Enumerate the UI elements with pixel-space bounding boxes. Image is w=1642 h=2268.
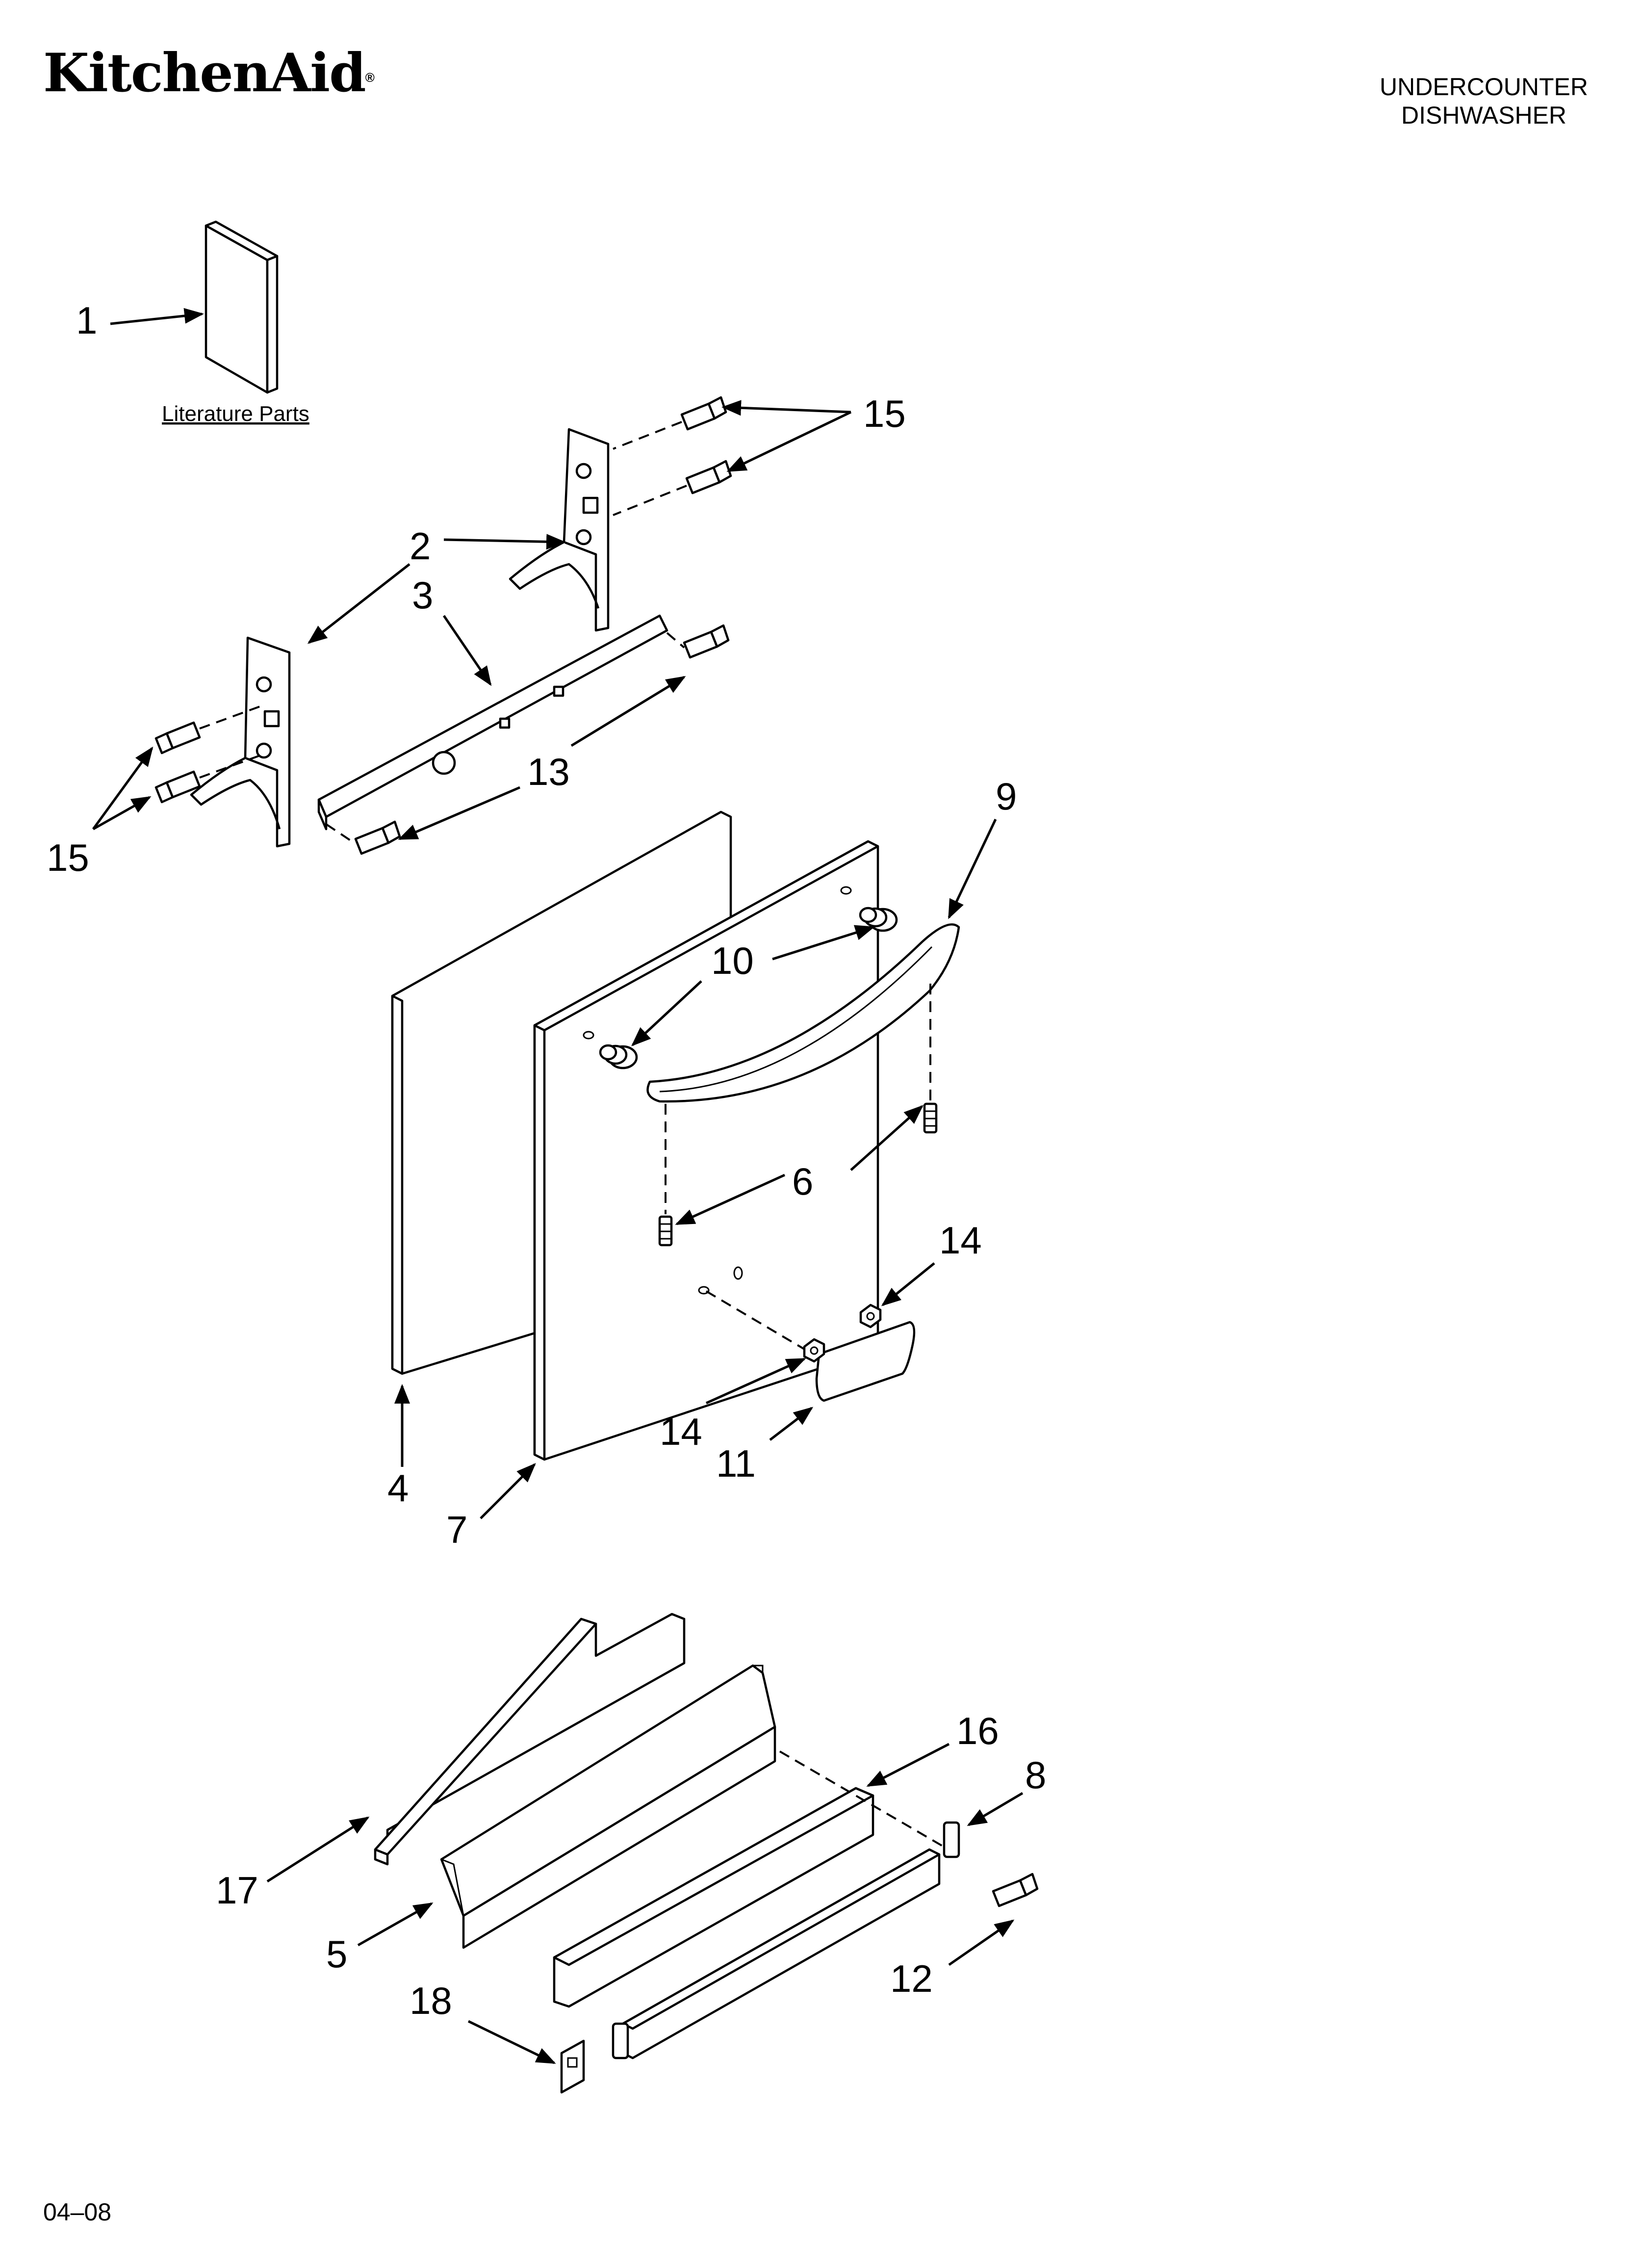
kickplate-insulation — [553, 1750, 962, 2008]
callout-13: 13 — [527, 750, 570, 793]
door-bracket-left — [190, 636, 291, 848]
callout-4: 4 — [387, 1466, 409, 1510]
nut-14-left — [705, 1290, 825, 1363]
callout-6: 6 — [792, 1160, 813, 1203]
door-bracket-right — [509, 428, 610, 632]
callout-18: 18 — [410, 1979, 452, 2022]
product-title-line1: UNDERCOUNTER — [1380, 73, 1588, 101]
screw-15-left-b — [154, 755, 260, 804]
callout-15-upper: 15 — [863, 392, 906, 435]
product-title-line2: DISHWASHER — [1401, 102, 1567, 129]
handle-standoff-left — [599, 1044, 638, 1069]
callout-8: 8 — [1025, 1753, 1046, 1797]
callout-15-lower: 15 — [47, 836, 89, 879]
mounting-rail — [317, 614, 668, 831]
kickplate-clip — [560, 2039, 585, 2094]
door-panel — [533, 840, 879, 1461]
callout-10: 10 — [711, 939, 754, 982]
toe-panel-insulation — [374, 1613, 686, 1866]
callout-11: 11 — [716, 1442, 756, 1485]
stud-right — [923, 984, 938, 1134]
toe-panel — [440, 1664, 776, 1949]
registered-mark: ® — [365, 70, 375, 85]
callout-14-upper: 14 — [939, 1219, 982, 1262]
screw-15-upper — [613, 396, 727, 450]
callout-7: 7 — [446, 1508, 467, 1551]
brand-logo: KitchenAid® — [43, 47, 375, 100]
screw-13-left — [325, 820, 401, 855]
callout-14-lower: 14 — [660, 1410, 702, 1453]
kickplate — [612, 1821, 960, 2059]
screw-12 — [992, 1873, 1039, 1907]
callout-3: 3 — [412, 574, 433, 617]
door-handle — [646, 923, 960, 1103]
callout-5: 5 — [326, 1932, 347, 1976]
screw-13-right — [666, 624, 730, 659]
brand-name: KitchenAid — [43, 42, 366, 104]
product-title: UNDERCOUNTER DISHWASHER — [1380, 73, 1588, 130]
nut-14-right — [859, 1303, 882, 1329]
callout-17: 17 — [216, 1869, 258, 1912]
handle-standoff-right — [859, 907, 898, 932]
literature-parts-label: Literature Parts — [162, 402, 309, 426]
callout-16: 16 — [956, 1709, 999, 1752]
callout-2: 2 — [410, 524, 431, 568]
date-code: 04–08 — [43, 2198, 112, 2226]
stud-left — [658, 1104, 673, 1247]
callout-12: 12 — [890, 1957, 933, 2000]
latch-cover — [815, 1321, 916, 1402]
callout-1: 1 — [76, 299, 97, 342]
literature-parts: Literature Parts 1 — [76, 220, 309, 426]
callout-9: 9 — [996, 775, 1017, 818]
screw-15-middle — [613, 460, 732, 516]
screw-15-left-a — [154, 705, 260, 755]
